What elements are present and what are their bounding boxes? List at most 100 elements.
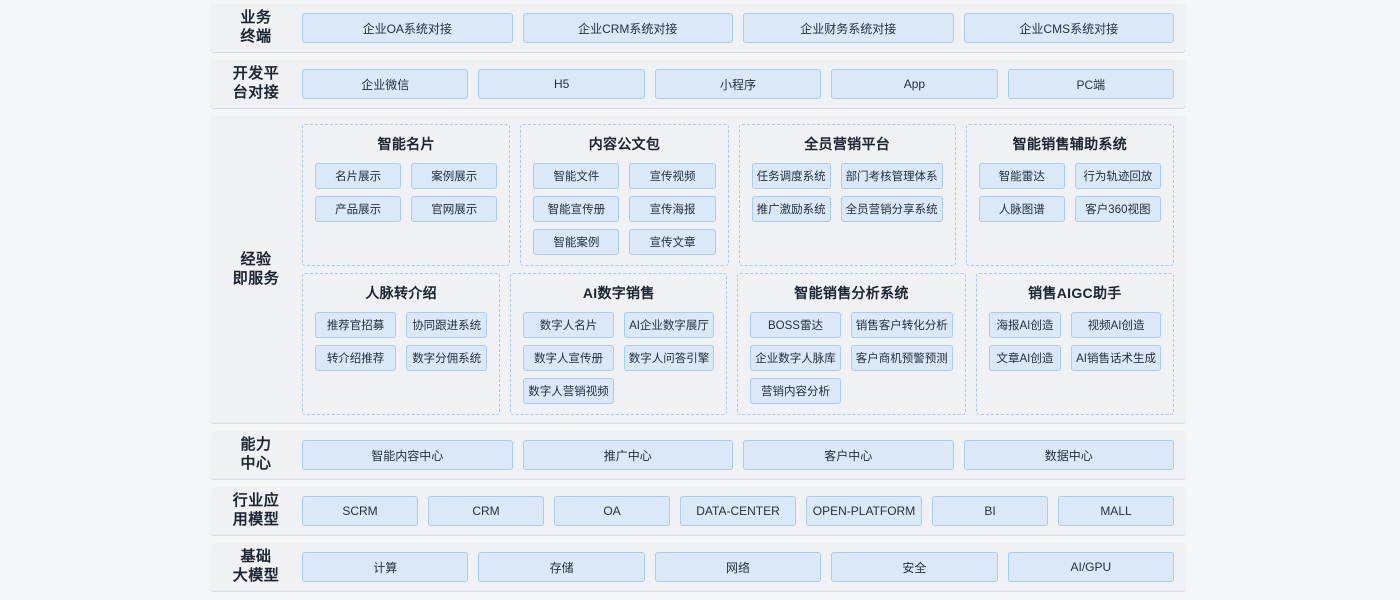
chip-data-center-model[interactable]: DATA-CENTER <box>680 496 796 526</box>
chip-dept-assessment[interactable]: 部门考核管理体系 <box>840 163 943 189</box>
band-body-foundation-model: 计算 存储 网络 安全 AI/GPU <box>302 543 1186 591</box>
band-industry-app-model: 行业应 用模型 SCRM CRM OA DATA-CENTER OPEN-PLA… <box>210 487 1186 535</box>
chip-smart-radar[interactable]: 智能雷达 <box>978 163 1065 189</box>
chip-product-display[interactable]: 产品展示 <box>315 196 402 222</box>
band-experience-as-service: 经验 即服务 智能名片 名片展示 案例展示 产品展示 官网展示 内容公文包 智能… <box>210 116 1186 423</box>
chip-digital-human-card[interactable]: 数字人名片 <box>523 312 614 338</box>
band-capability-center: 能力 中心 智能内容中心 推广中心 客户中心 数据中心 <box>210 431 1186 479</box>
chip-customer-center[interactable]: 客户中心 <box>743 440 954 470</box>
group-title-all-staff-marketing: 全员营销平台 <box>804 136 891 152</box>
chip-network[interactable]: 网络 <box>654 552 822 582</box>
chip-website-display[interactable]: 官网展示 <box>411 196 498 222</box>
chip-enterprise-network-db[interactable]: 企业数字人脉库 <box>750 345 841 371</box>
chip-promo-video[interactable]: 宣传视频 <box>629 163 716 189</box>
band-body-dev-platform: 企业微信 H5 小程序 App PC端 <box>302 60 1186 108</box>
band-business-terminal: 业务 终端 企业OA系统对接 企业CRM系统对接 企业财务系统对接 企业CMS系… <box>210 4 1186 52</box>
chip-digital-human-video[interactable]: 数字人营销视频 <box>523 378 614 404</box>
chip-network-graph[interactable]: 人脉图谱 <box>978 196 1065 222</box>
chip-app[interactable]: App <box>831 69 998 99</box>
chip-open-platform[interactable]: OPEN-PLATFORM <box>806 496 922 526</box>
chip-compute[interactable]: 计算 <box>302 552 469 582</box>
band-label-dev-platform: 开发平 台对接 <box>232 65 280 101</box>
chip-miniprogram[interactable]: 小程序 <box>654 69 822 99</box>
chip-digital-commission[interactable]: 数字分佣系统 <box>406 345 488 371</box>
chip-smart-brochure[interactable]: 智能宣传册 <box>533 196 620 222</box>
chip-opportunity-forecast[interactable]: 客户商机预警预测 <box>850 345 953 371</box>
chip-ai-gpu[interactable]: AI/GPU <box>1007 552 1175 582</box>
chip-bi[interactable]: BI <box>932 496 1048 526</box>
chip-task-scheduling[interactable]: 任务调度系统 <box>751 163 831 189</box>
chip-all-staff-sharing[interactable]: 全员营销分享系统 <box>840 196 943 222</box>
chip-scrm[interactable]: SCRM <box>302 496 418 526</box>
band-label-industry-app-model: 行业应 用模型 <box>232 492 280 528</box>
group-smart-sales-analytics: 智能销售分析系统 BOSS雷达 销售客户转化分析 企业数字人脉库 客户商机预警预… <box>737 273 966 415</box>
chip-conversion-analysis[interactable]: 销售客户转化分析 <box>850 312 953 338</box>
chip-customer-360[interactable]: 客户360视图 <box>1074 196 1161 222</box>
group-title-smart-sales-assist: 智能销售辅助系统 <box>1012 136 1128 152</box>
chip-article-ai[interactable]: 文章AI创造 <box>988 345 1062 371</box>
chip-card-display[interactable]: 名片展示 <box>315 163 402 189</box>
group-items-ai-digital-sales: 数字人名片 AI企业数字展厅 数字人宣传册 数字人问答引擎 数字人营销视频 <box>523 312 715 404</box>
chip-data-center[interactable]: 数据中心 <box>963 440 1174 470</box>
group-smart-business-card: 智能名片 名片展示 案例展示 产品展示 官网展示 <box>302 124 511 266</box>
chip-marketing-content-analysis[interactable]: 营销内容分析 <box>750 378 841 404</box>
chip-enterprise-crm[interactable]: 企业CRM系统对接 <box>522 13 733 43</box>
group-title-ai-digital-sales: AI数字销售 <box>582 285 655 301</box>
group-items-smart-sales-assist: 智能雷达 行为轨迹回放 人脉图谱 客户360视图 <box>978 163 1161 222</box>
chip-pc[interactable]: PC端 <box>1007 69 1175 99</box>
chip-security[interactable]: 安全 <box>831 552 998 582</box>
group-title-referral-network: 人脉转介绍 <box>365 285 437 301</box>
band-label-capability-center: 能力 中心 <box>240 436 272 472</box>
group-items-all-staff-marketing: 任务调度系统 部门考核管理体系 推广激励系统 全员营销分享系统 <box>751 163 943 222</box>
chip-enterprise-cms[interactable]: 企业CMS系统对接 <box>963 13 1174 43</box>
band-body-capability-center: 智能内容中心 推广中心 客户中心 数据中心 <box>302 431 1186 479</box>
chip-smart-content-center[interactable]: 智能内容中心 <box>302 440 513 470</box>
band-dev-platform: 开发平 台对接 企业微信 H5 小程序 App PC端 <box>210 60 1186 108</box>
group-title-content-briefcase: 内容公文包 <box>588 136 661 152</box>
chip-smart-case[interactable]: 智能案例 <box>533 229 620 255</box>
band-label-experience-as-service: 经验 即服务 <box>232 250 280 287</box>
group-title-sales-aigc-assistant: 销售AIGC助手 <box>1028 285 1122 301</box>
group-items-content-briefcase: 智能文件 宣传视频 智能宣传册 宣传海报 智能案例 宣传文章 <box>533 163 716 255</box>
group-items-referral-network: 推荐官招募 协同跟进系统 转介绍推荐 数字分佣系统 <box>315 312 488 371</box>
chip-referral-recommend[interactable]: 转介绍推荐 <box>315 345 397 371</box>
group-smart-sales-assist: 智能销售辅助系统 智能雷达 行为轨迹回放 人脉图谱 客户360视图 <box>965 124 1174 266</box>
chip-digital-human-qa[interactable]: 数字人问答引擎 <box>623 345 715 371</box>
chip-promo-article[interactable]: 宣传文章 <box>629 229 716 255</box>
group-all-staff-marketing: 全员营销平台 任务调度系统 部门考核管理体系 推广激励系统 全员营销分享系统 <box>738 124 956 266</box>
chip-recommender-recruit[interactable]: 推荐官招募 <box>315 312 397 338</box>
experience-group-row-2: 人脉转介绍 推荐官招募 协同跟进系统 转介绍推荐 数字分佣系统 AI数字销售 数… <box>302 273 1174 415</box>
chip-storage[interactable]: 存储 <box>478 552 645 582</box>
chip-crm[interactable]: CRM <box>428 496 544 526</box>
chip-digital-human-brochure[interactable]: 数字人宣传册 <box>523 345 614 371</box>
chip-poster-ai[interactable]: 海报AI创造 <box>988 312 1062 338</box>
group-items-smart-business-card: 名片展示 案例展示 产品展示 官网展示 <box>315 163 498 222</box>
chip-promo-poster[interactable]: 宣传海报 <box>629 196 716 222</box>
band-label-foundation-model: 基础 大模型 <box>232 548 280 584</box>
chip-video-ai[interactable]: 视频AI创造 <box>1071 312 1161 338</box>
band-body-business-terminal: 企业OA系统对接 企业CRM系统对接 企业财务系统对接 企业CMS系统对接 <box>302 4 1186 52</box>
group-title-smart-business-card: 智能名片 <box>377 136 435 152</box>
band-foundation-model: 基础 大模型 计算 存储 网络 安全 AI/GPU <box>210 543 1186 591</box>
chip-promotion-center[interactable]: 推广中心 <box>522 440 733 470</box>
chip-h5[interactable]: H5 <box>478 69 645 99</box>
experience-groups-grid: 智能名片 名片展示 案例展示 产品展示 官网展示 内容公文包 智能文件 宣传视频… <box>302 116 1186 423</box>
chip-enterprise-finance[interactable]: 企业财务系统对接 <box>743 13 954 43</box>
chip-ai-digital-showroom[interactable]: AI企业数字展厅 <box>623 312 715 338</box>
chip-smart-file[interactable]: 智能文件 <box>533 163 620 189</box>
chip-promotion-incentive[interactable]: 推广激励系统 <box>751 196 831 222</box>
chip-oa[interactable]: OA <box>554 496 670 526</box>
chip-behavior-replay[interactable]: 行为轨迹回放 <box>1074 163 1161 189</box>
group-sales-aigc-assistant: 销售AIGC助手 海报AI创造 视频AI创造 文章AI创造 AI销售话术生成 <box>975 273 1174 415</box>
chip-collab-followup[interactable]: 协同跟进系统 <box>406 312 488 338</box>
chip-wecom[interactable]: 企业微信 <box>302 69 469 99</box>
chip-case-display[interactable]: 案例展示 <box>411 163 498 189</box>
chip-mall[interactable]: MALL <box>1058 496 1174 526</box>
chip-enterprise-oa[interactable]: 企业OA系统对接 <box>302 13 513 43</box>
chip-ai-sales-script[interactable]: AI销售话术生成 <box>1071 345 1161 371</box>
experience-group-row-1: 智能名片 名片展示 案例展示 产品展示 官网展示 内容公文包 智能文件 宣传视频… <box>302 124 1174 266</box>
chip-boss-radar[interactable]: BOSS雷达 <box>750 312 841 338</box>
band-body-industry-app-model: SCRM CRM OA DATA-CENTER OPEN-PLATFORM BI… <box>302 487 1186 535</box>
group-items-sales-aigc-assistant: 海报AI创造 视频AI创造 文章AI创造 AI销售话术生成 <box>988 312 1161 371</box>
